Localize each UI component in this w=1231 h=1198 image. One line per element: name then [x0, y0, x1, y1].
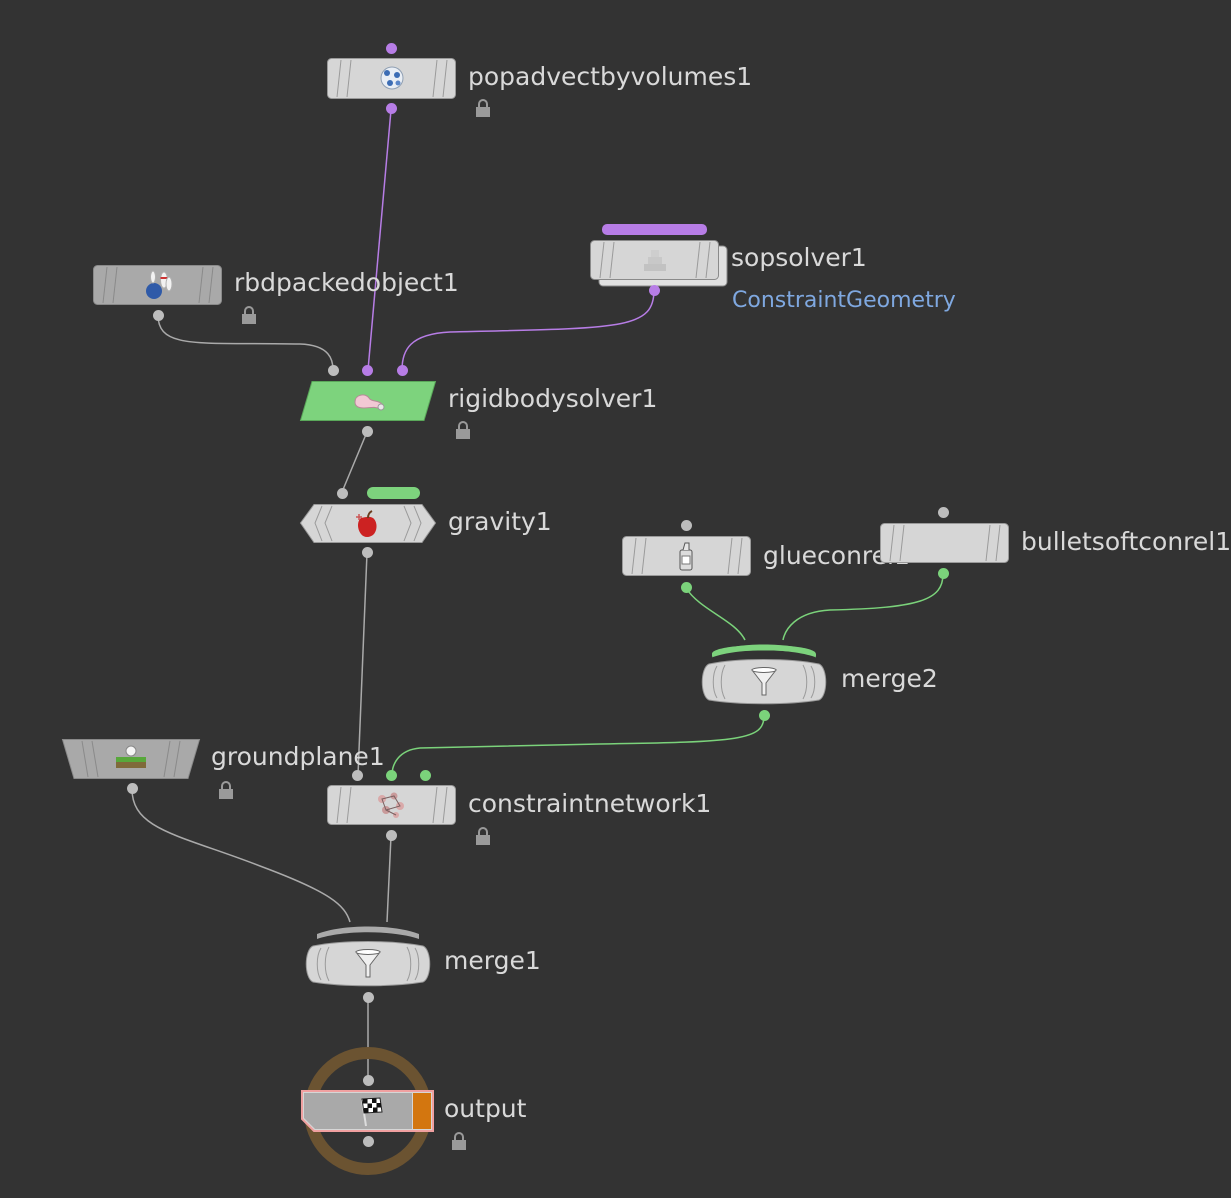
- lock-icon[interactable]: [475, 827, 491, 845]
- bullet-input-port[interactable]: [938, 507, 949, 518]
- rigidbody-input-port-1[interactable]: [328, 365, 339, 376]
- node-label-output[interactable]: output: [444, 1094, 527, 1123]
- funnel-icon: [354, 949, 382, 978]
- node-label-merge2[interactable]: merge2: [841, 664, 938, 693]
- output-input-port[interactable]: [363, 1075, 374, 1086]
- rigid-body-icon: [354, 394, 385, 411]
- node-label-gravity[interactable]: gravity1: [448, 507, 552, 536]
- constraintnet-input-port-2[interactable]: [386, 770, 397, 781]
- glue-output-port[interactable]: [681, 582, 692, 593]
- node-glue[interactable]: [622, 536, 751, 576]
- rigidbody-input-port-2[interactable]: [362, 365, 373, 376]
- rigidbody-output-port[interactable]: [362, 426, 373, 437]
- lock-icon[interactable]: [475, 99, 491, 117]
- node-label-bullet[interactable]: bulletsoftconrel1: [1021, 527, 1231, 556]
- checkered-flag-icon: [361, 1097, 383, 1127]
- node-label-rbdpacked[interactable]: rbdpackedobject1: [234, 268, 459, 297]
- rbdpacked-output-port[interactable]: [153, 310, 164, 321]
- node-label-constraintnet[interactable]: constraintnetwork1: [468, 789, 712, 818]
- node-sopsolver[interactable]: [590, 224, 730, 288]
- node-gravity[interactable]: [299, 486, 437, 544]
- merge2-output-port[interactable]: [759, 710, 770, 721]
- bowling-icon: [146, 270, 173, 299]
- node-popadvect[interactable]: [327, 58, 456, 99]
- node-bullet[interactable]: [880, 523, 1009, 563]
- constraintnet-output-port[interactable]: [386, 830, 397, 841]
- wire-sopsolver-to-rigidbody: [401, 289, 655, 371]
- wire-glue-to-merge2: [685, 587, 746, 641]
- gravity-input-port[interactable]: [337, 488, 348, 499]
- lock-icon[interactable]: [218, 781, 234, 799]
- lock-icon[interactable]: [241, 306, 257, 324]
- node-rbdpacked[interactable]: [93, 265, 222, 305]
- wire-bullet-to-merge2: [782, 573, 944, 641]
- node-rigidbody[interactable]: [299, 381, 437, 421]
- wire-popadvect-to-rigidbody: [367, 109, 392, 371]
- output-output-port[interactable]: [363, 1136, 374, 1147]
- node-constraintnet[interactable]: [327, 785, 456, 825]
- gravity-output-port[interactable]: [362, 547, 373, 558]
- funnel-icon: [750, 667, 778, 696]
- merge1-output-port[interactable]: [363, 992, 374, 1003]
- lock-icon[interactable]: [451, 1132, 467, 1150]
- apple-icon: [356, 510, 377, 537]
- node-label-popadvect[interactable]: popadvectbyvolumes1: [468, 62, 753, 91]
- constraintnet-input-port-1[interactable]: [352, 770, 363, 781]
- node-wires: [131, 109, 944, 1080]
- network-icon: [378, 792, 404, 818]
- lock-icon[interactable]: [455, 421, 471, 439]
- node-merge2[interactable]: [699, 638, 829, 705]
- wire-groundplane-to-merge1: [131, 788, 351, 923]
- popadvect-output-port[interactable]: [386, 103, 397, 114]
- node-merge1[interactable]: [303, 920, 433, 987]
- particles-icon: [380, 66, 404, 90]
- node-label-sopsolver[interactable]: sopsolver1: [731, 243, 867, 272]
- sopsolver-output-port[interactable]: [649, 285, 660, 296]
- sop-solver-icon: [644, 250, 666, 271]
- node-sublabel-sopsolver: ConstraintGeometry: [732, 288, 956, 313]
- node-label-groundplane[interactable]: groundplane1: [211, 742, 385, 771]
- ground-icon: [116, 745, 146, 768]
- node-label-rigidbody[interactable]: rigidbodysolver1: [448, 384, 658, 413]
- wire-gravity-to-constraintnet: [357, 552, 368, 776]
- wire-rbdpacked-to-rigidbody: [157, 314, 334, 371]
- popadvect-input-port[interactable]: [386, 43, 397, 54]
- node-output[interactable]: [300, 1090, 435, 1132]
- constraintnet-input-port-3[interactable]: [420, 770, 431, 781]
- wire-merge2-to-constraintnet: [391, 715, 765, 776]
- groundplane-output-port[interactable]: [127, 783, 138, 794]
- rigidbody-input-port-3[interactable]: [397, 365, 408, 376]
- glue-input-port[interactable]: [681, 520, 692, 531]
- wire-rigidbody-to-gravity: [341, 431, 368, 493]
- node-label-merge1[interactable]: merge1: [444, 946, 541, 975]
- wire-constraintnet-to-merge1: [386, 835, 392, 923]
- node-groundplane[interactable]: [61, 739, 201, 779]
- glue-icon: [679, 542, 693, 571]
- bullet-output-port[interactable]: [938, 568, 949, 579]
